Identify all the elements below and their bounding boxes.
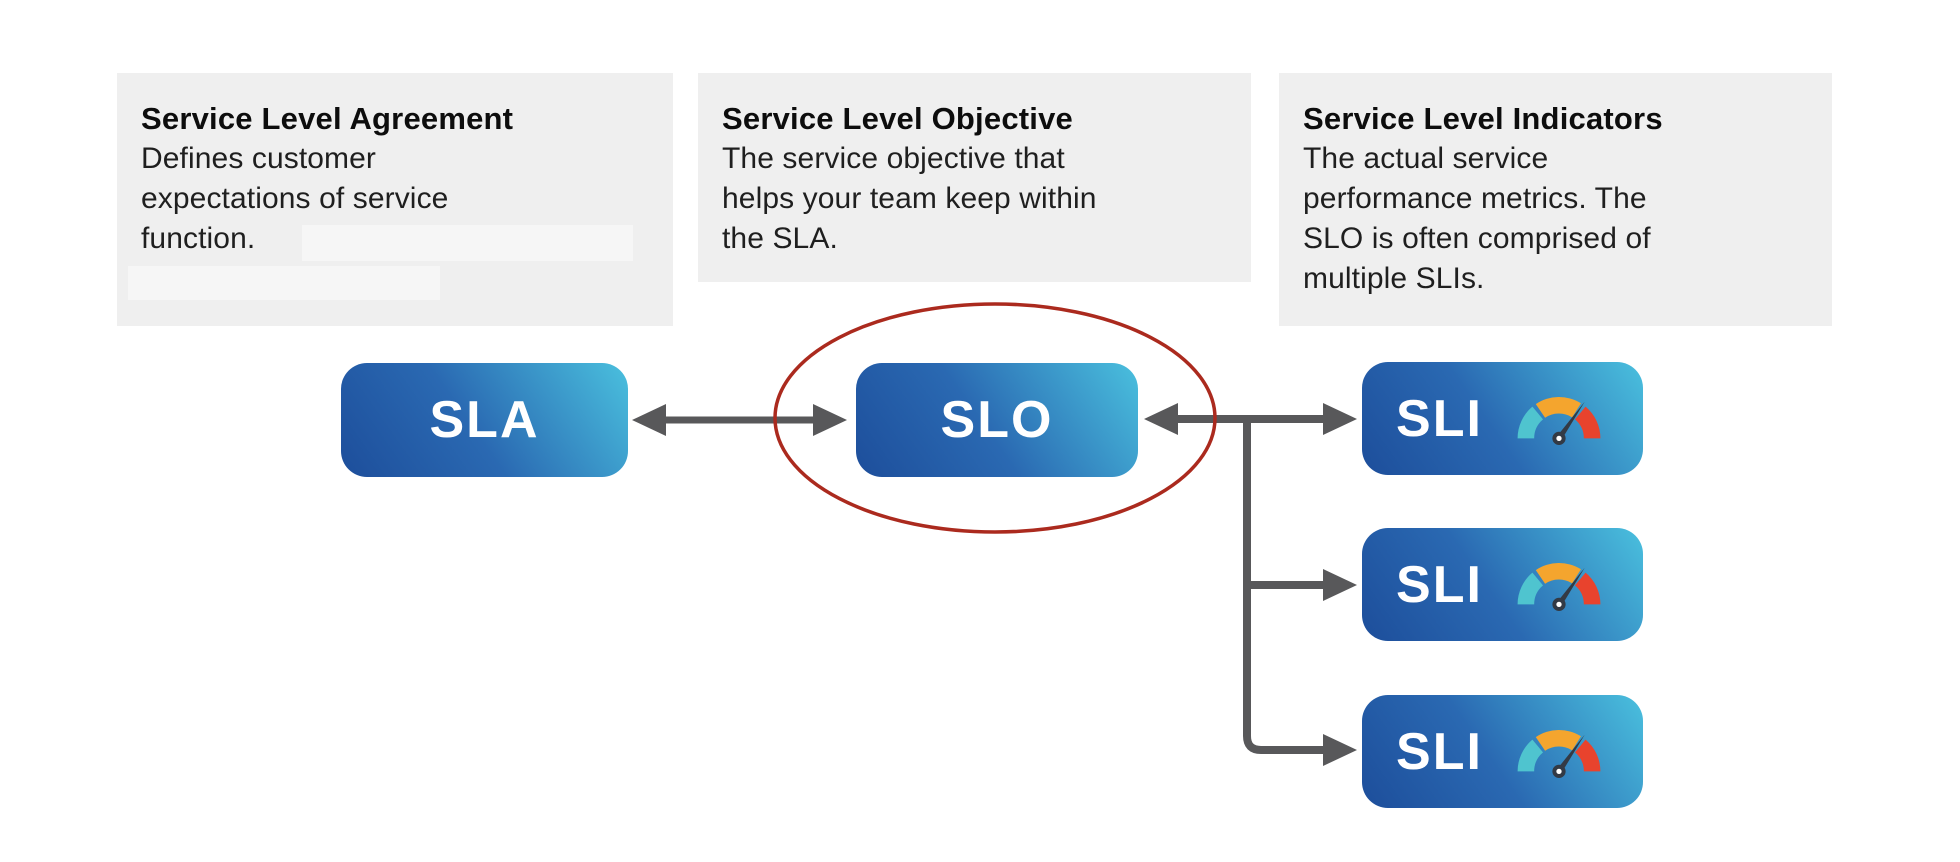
node-slo-label: SLO — [940, 391, 1054, 449]
node-sli-label: SLI — [1396, 722, 1483, 781]
speedometer-gauge-icon — [1517, 562, 1601, 611]
node-sla: SLA — [341, 363, 628, 477]
card-sli-title: Service Level Indicators — [1303, 101, 1663, 136]
node-sli-label: SLI — [1396, 555, 1483, 614]
card-sli-definition: Service Level Indicators The actual serv… — [1279, 73, 1832, 326]
node-sli-label: SLI — [1396, 389, 1483, 448]
node-sli-2: SLI — [1362, 528, 1643, 641]
speedometer-gauge-icon — [1517, 396, 1601, 445]
redacted-text-block — [302, 225, 633, 261]
redacted-text-block — [128, 266, 440, 300]
node-sla-label: SLA — [429, 391, 540, 449]
card-slo-title: Service Level Objective — [722, 101, 1073, 136]
card-sla-definition: Service Level Agreement Defines customer… — [117, 73, 673, 326]
node-sli-1: SLI — [1362, 362, 1643, 475]
card-sla-title: Service Level Agreement — [141, 101, 514, 136]
arrow-slo-sli-tree — [1144, 403, 1357, 766]
card-sli-body: The actual service performance metrics. … — [1303, 142, 1651, 295]
node-sli-3: SLI — [1362, 695, 1643, 808]
card-slo-body: The service objective that helps your te… — [722, 142, 1097, 255]
card-slo-definition: Service Level Objective The service obje… — [698, 73, 1251, 282]
speedometer-gauge-icon — [1517, 729, 1601, 778]
card-sla-body: Defines customer expectations of service… — [141, 142, 449, 255]
node-slo: SLO — [856, 363, 1138, 477]
arrow-sla-slo — [632, 404, 847, 436]
